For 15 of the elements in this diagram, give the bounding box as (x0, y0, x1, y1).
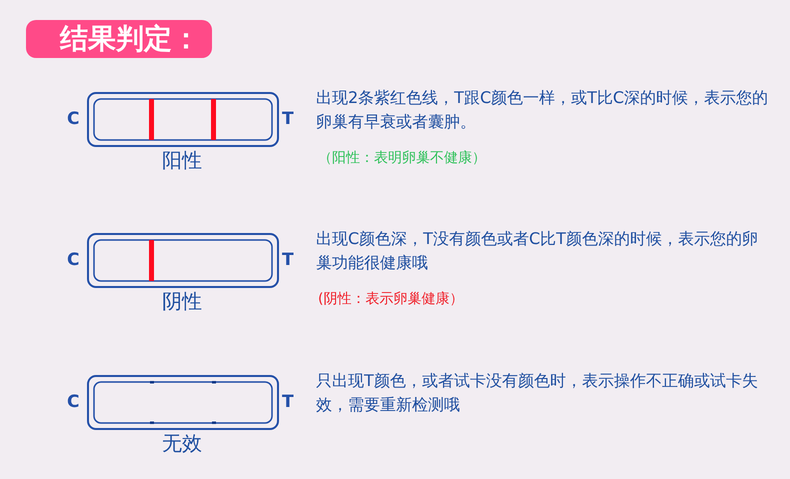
result-note: （阳性：表明卵巢不健康） (318, 149, 487, 168)
strip-result-label: 无效 (161, 430, 203, 456)
result-note: (阴性：表示卵巢健康） (318, 290, 464, 309)
strip-end-letter: C (67, 392, 80, 412)
strip-result-label: 阳性 (161, 147, 203, 173)
result-description: 只出现T颜色，或者试卡没有颜色时，表示操作不正确或试卡失效，需要重新检测哦 (316, 370, 759, 416)
strip-result-label: 阴性 (161, 288, 203, 314)
title-banner: 结果判定： (26, 20, 212, 58)
strip-end-letter: C (67, 109, 80, 129)
strip-end-letter: T (282, 250, 294, 270)
strip-end-letter: T (282, 109, 294, 129)
result-description: 出现2条紫红色线，T跟C颜色一样，或T比C深的时候，表示您的卵巢有早衰或者囊肿。 (316, 87, 770, 133)
strip-end-letter: T (282, 392, 294, 412)
strip-end-letter: C (67, 250, 80, 270)
result-description: 出现C颜色深，T没有颜色或者C比T颜色深的时候，表示您的卵巢功能很健康哦 (316, 228, 759, 274)
